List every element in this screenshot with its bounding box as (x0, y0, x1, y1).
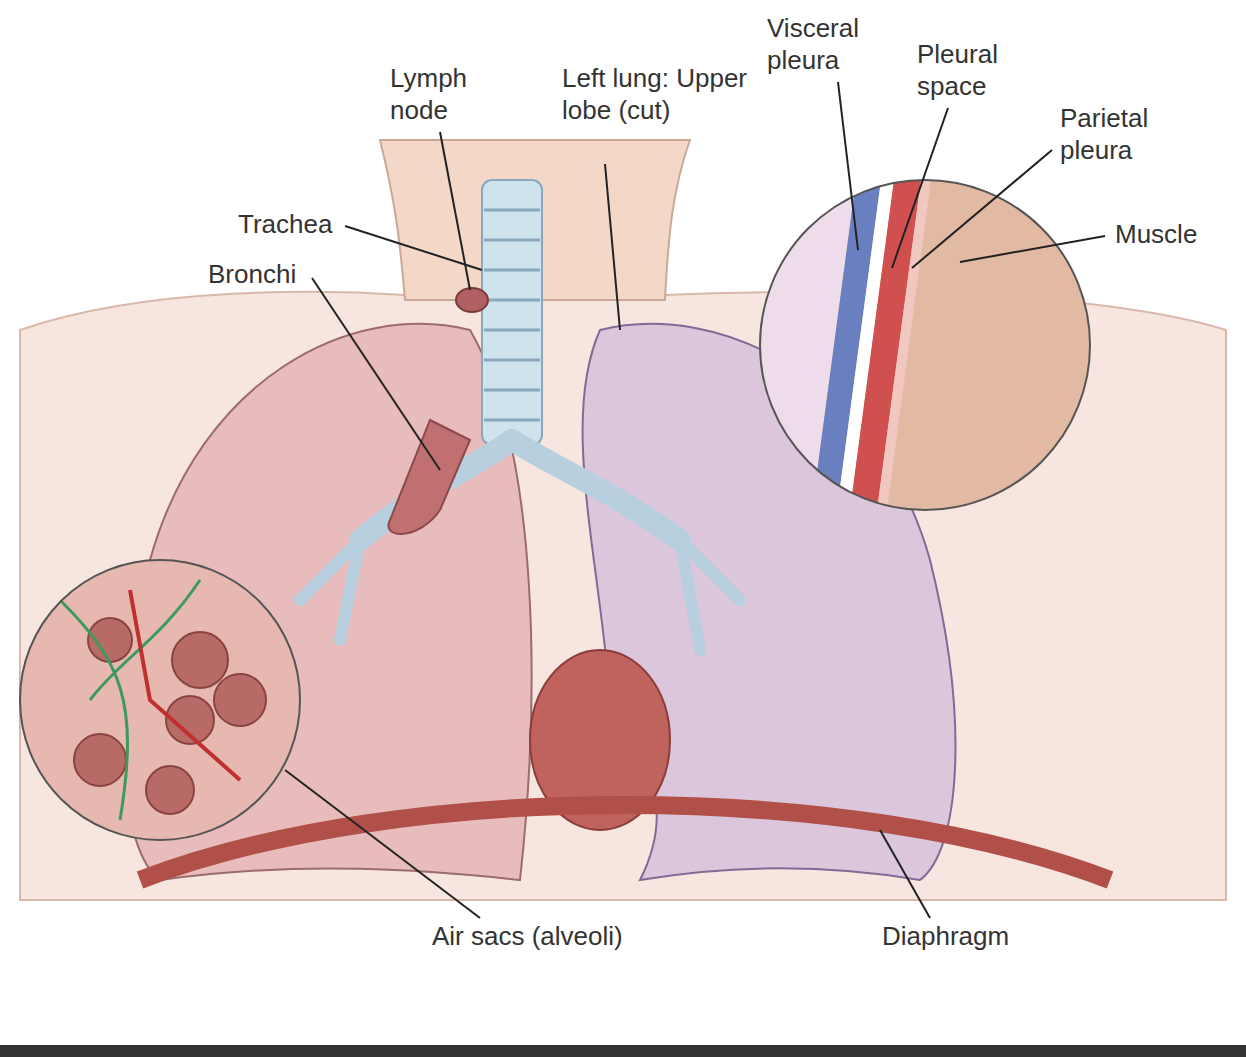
part-label: Trachea (236, 208, 334, 240)
part-label: Visceral pleura (765, 12, 899, 76)
part-label: Bronchi (206, 258, 298, 290)
part-label: Air sacs (alveoli) (430, 920, 625, 952)
part-label: Muscle (1113, 218, 1199, 250)
part-label: Diaphragm (880, 920, 1011, 952)
part-label: Left lung: Upper lobe (cut) (560, 62, 754, 126)
part-label: Pleural space (915, 38, 1044, 102)
part-label: Parietal pleura (1058, 102, 1202, 166)
part-label: Lymph node (388, 62, 512, 126)
